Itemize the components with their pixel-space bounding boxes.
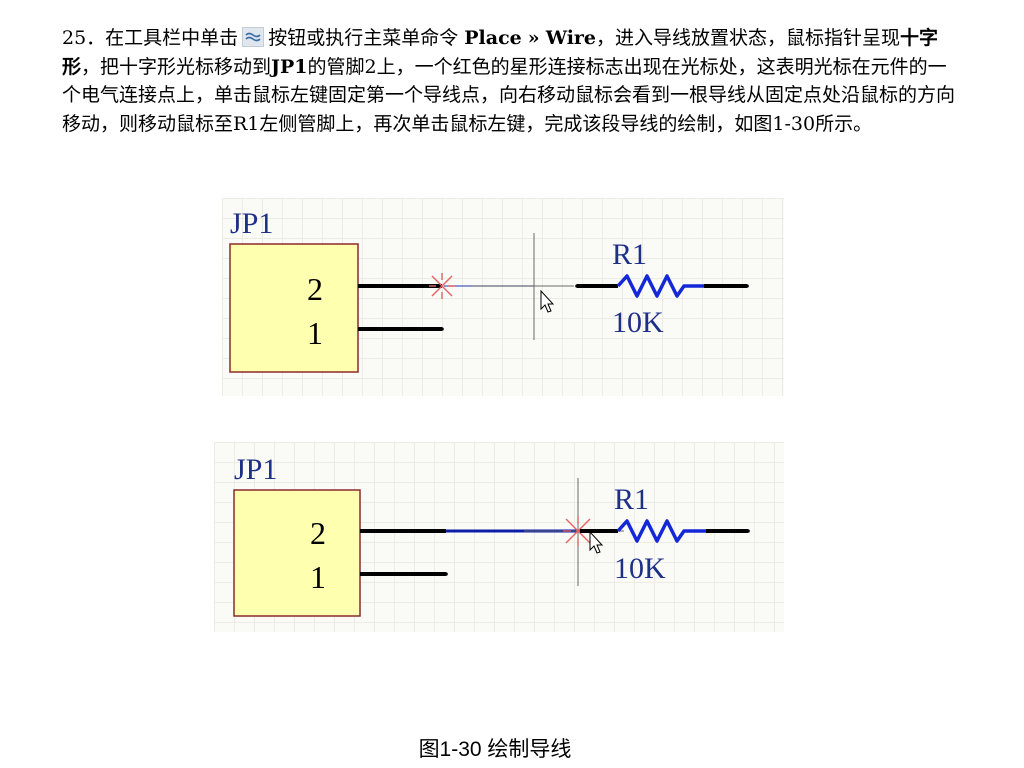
resistor-symbol[interactable] bbox=[616, 519, 706, 543]
crosshair-cursor bbox=[472, 233, 574, 340]
mouse-pointer-icon bbox=[540, 289, 555, 313]
connection-star-marker bbox=[429, 273, 455, 299]
r1-right-hotspot bbox=[745, 284, 749, 288]
pin-1-hotspot bbox=[444, 572, 448, 576]
menu-wire: Wire bbox=[545, 27, 597, 49]
resistor-designator: R1 bbox=[614, 483, 649, 516]
connector-body[interactable] bbox=[233, 489, 361, 617]
resistor-value: 10K bbox=[612, 306, 664, 339]
step-text-3: ，进入导线放置状态，鼠标指针呈现 bbox=[596, 27, 901, 49]
pin-1-hotspot bbox=[440, 327, 444, 331]
component-jp1: JP1 bbox=[271, 55, 308, 78]
connector-designator: JP1 bbox=[234, 453, 277, 486]
pin-number-2: 2 bbox=[310, 515, 326, 551]
figure-caption: 图1-30 绘制导线 bbox=[418, 738, 572, 761]
menu-place: Place bbox=[464, 27, 522, 49]
connector-body[interactable] bbox=[229, 243, 359, 373]
mouse-pointer-icon bbox=[589, 530, 604, 554]
place-wire-icon bbox=[242, 27, 265, 47]
menu-separator: » bbox=[527, 27, 540, 49]
pin-number-1: 1 bbox=[310, 559, 326, 595]
schematic-wire-in-progress[interactable]: JP1 2 1 R1 10K bbox=[222, 198, 784, 396]
instruction-paragraph: 25．在工具栏中单击 按钮或执行主菜单命令 Place » Wire，进入导线放置… bbox=[62, 24, 962, 138]
step-text-2: 按钮或执行主菜单命令 bbox=[268, 27, 459, 49]
step-text-5: 的管脚2上，一个红色的星形连接标志出现在光标处，这表明光标在元件的一个电气连接点… bbox=[62, 55, 956, 135]
connector-designator: JP1 bbox=[230, 207, 273, 240]
step-text-4: ，把十字形光标移动到 bbox=[81, 55, 272, 78]
resistor-symbol[interactable] bbox=[616, 274, 704, 298]
schematic-wire-completed[interactable]: JP1 2 1 R1 10K bbox=[214, 442, 784, 632]
pin-number-1: 1 bbox=[307, 315, 323, 351]
resistor-value: 10K bbox=[614, 552, 666, 585]
pin-number-2: 2 bbox=[307, 271, 323, 307]
resistor-designator: R1 bbox=[612, 238, 647, 271]
cursor-shape: 十字形 bbox=[62, 27, 939, 78]
step-text-1: 25．在工具栏中单击 bbox=[62, 27, 239, 49]
r1-right-hotspot bbox=[746, 529, 750, 533]
